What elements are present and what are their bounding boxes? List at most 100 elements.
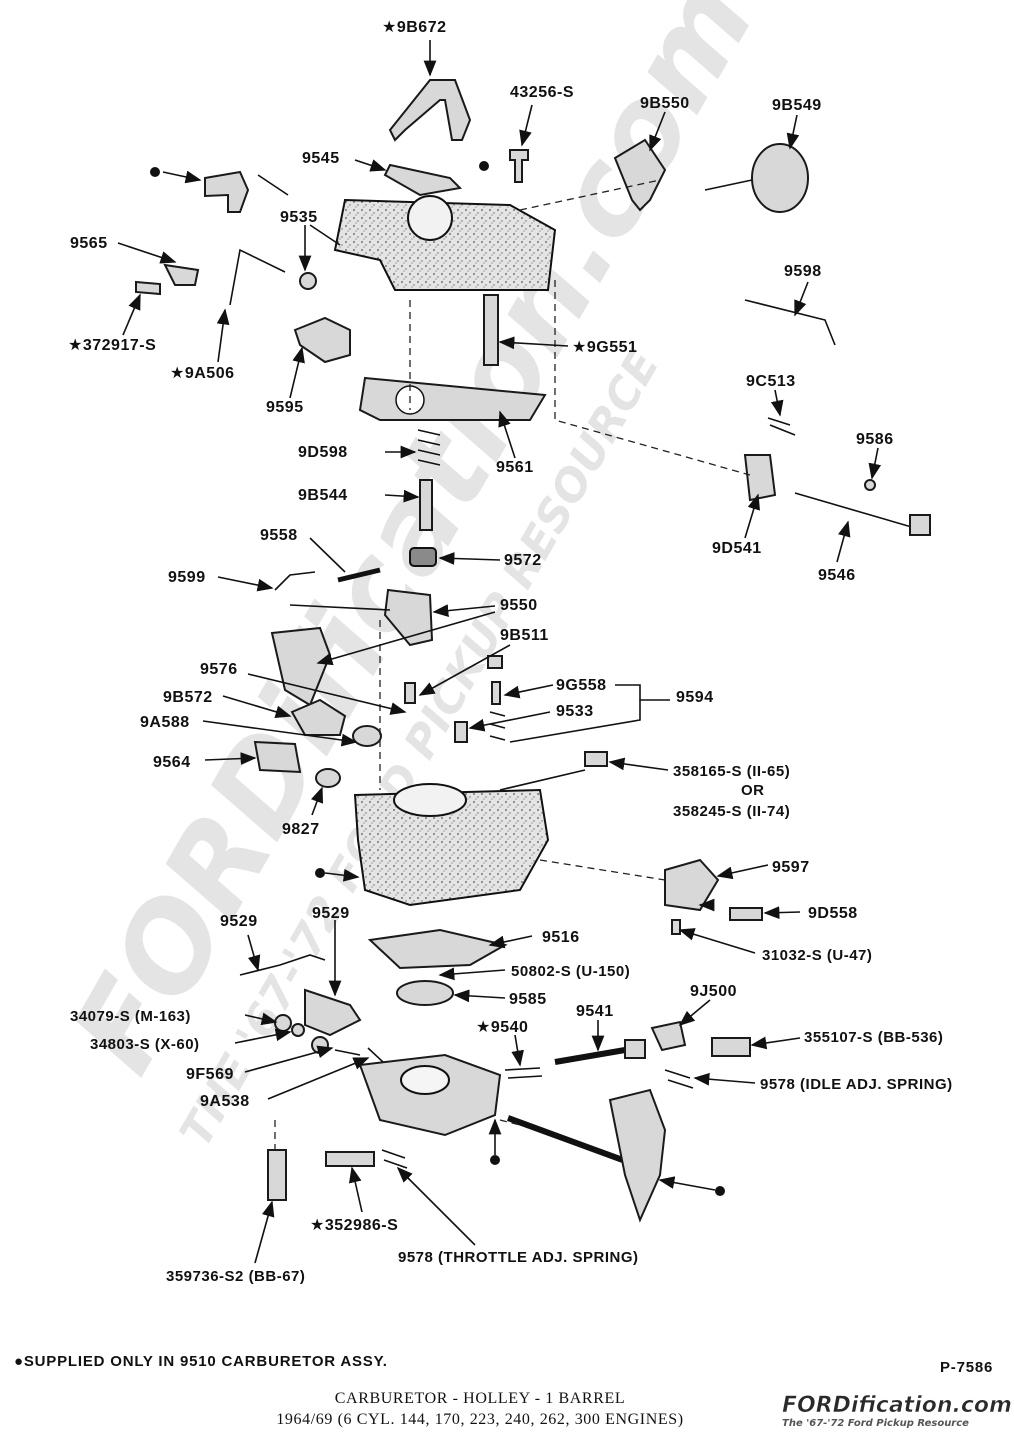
- label-9550: 9550: [500, 597, 538, 614]
- label-9540: ★9540: [476, 1019, 528, 1036]
- label-9G558: 9G558: [556, 677, 607, 694]
- gasket-part: [383, 163, 463, 197]
- fork-bracket-part: [388, 79, 472, 142]
- label-or: OR: [741, 782, 765, 799]
- label-9541: 9541: [576, 1003, 614, 1020]
- float-pin-part: [337, 567, 381, 583]
- label-9A538: 9A538: [200, 1093, 250, 1110]
- label-9558: 9558: [260, 527, 298, 544]
- label-9585: 9585: [509, 991, 547, 1008]
- gasket-ring-part: [352, 725, 382, 747]
- label-9594: 9594: [676, 689, 714, 706]
- flange-gasket-part: [367, 928, 508, 970]
- choke-lever-part: [293, 316, 351, 364]
- label-9B544: 9B544: [298, 487, 348, 504]
- throttle-body-part: [358, 1053, 502, 1137]
- label-9565: 9565: [70, 235, 108, 252]
- part-labels: ★9B672 43256-S 9B550 9B549 9545 9535 956…: [68, 19, 953, 1285]
- screw-disk-part: [396, 980, 454, 1006]
- label-9578-throttle: 9578 (THROTTLE ADJ. SPRING): [398, 1249, 638, 1266]
- label-9516: 9516: [542, 929, 580, 946]
- pump-stem-part: [419, 479, 433, 531]
- label-9529-left: 9529: [220, 913, 258, 930]
- screw-part: [509, 149, 529, 183]
- bolt-359736-part: [267, 1149, 287, 1201]
- hose-elbow-part: [204, 170, 250, 213]
- supplied-only-markers: [150, 161, 725, 1196]
- label-9J500: 9J500: [690, 983, 737, 1000]
- label-9546: 9546: [818, 567, 856, 584]
- label-9576: 9576: [200, 661, 238, 678]
- idle-needle-part: [554, 1047, 626, 1065]
- footer: ●SUPPLIED ONLY IN 9510 CARBURETOR ASSY. …: [14, 1353, 993, 1428]
- logo-main: FORDification.com: [782, 1393, 1012, 1418]
- footnote: ●SUPPLIED ONLY IN 9510 CARBURETOR ASSY.: [14, 1353, 388, 1370]
- bracket-part: [163, 263, 200, 286]
- label-358165-S: 358165-S (II-65): [673, 763, 790, 780]
- washer-part: [315, 768, 341, 788]
- label-9B549: 9B549: [772, 97, 822, 114]
- label-9C513: 9C513: [746, 373, 796, 390]
- label-9B550: 9B550: [640, 95, 690, 112]
- label-9B672: ★9B672: [382, 19, 447, 36]
- label-358245-S: 358245-S (II-74): [673, 803, 790, 820]
- watermark-main: FORDification.com: [45, 0, 781, 1094]
- throttle-lever-arm-part: [608, 1088, 667, 1223]
- vacuum-diaphragm-part: [751, 143, 809, 213]
- parts-layer: [135, 79, 931, 1223]
- label-9561: 9561: [496, 459, 534, 476]
- label-9A588: 9A588: [140, 714, 190, 731]
- label-355107-S: 355107-S (BB-536): [804, 1029, 943, 1046]
- screw-part-9586: [864, 479, 876, 491]
- label-9A506: ★9A506: [170, 365, 235, 382]
- label-9597: 9597: [772, 859, 810, 876]
- label-9533: 9533: [556, 703, 594, 720]
- caption-subtitle: 1964/69 (6 CYL. 144, 170, 223, 240, 262,…: [276, 1411, 683, 1428]
- label-34803-S: 34803-S (X-60): [90, 1036, 200, 1053]
- jet-part: [253, 740, 302, 774]
- centerlines: [274, 179, 751, 1150]
- label-34079-S: 34079-S (M-163): [70, 1008, 191, 1025]
- label-9578-idle: 9578 (IDLE ADJ. SPRING): [760, 1076, 953, 1093]
- label-359736-S2: 359736-S2 (BB-67): [166, 1268, 305, 1285]
- label-9535: 9535: [280, 209, 318, 226]
- limiter-cap-part: [650, 1020, 687, 1052]
- label-9564: 9564: [153, 754, 191, 771]
- choke-lever-link-part: [743, 454, 777, 502]
- choke-spring-part: [767, 417, 796, 436]
- label-9595: 9595: [266, 399, 304, 416]
- needle-seat-part: [483, 294, 499, 366]
- caption-title: CARBURETOR - HOLLEY - 1 BARREL: [335, 1390, 625, 1407]
- spring-part: [417, 429, 441, 466]
- plate-number: P-7586: [940, 1359, 993, 1376]
- choke-shaft-part: [794, 492, 916, 529]
- fast-idle-cam-part: [664, 858, 720, 912]
- label-9572: 9572: [504, 552, 542, 569]
- label-9B572: 9B572: [163, 689, 213, 706]
- label-9586: 9586: [856, 431, 894, 448]
- leaders: [117, 40, 882, 1264]
- label-372917-S: ★372917-S: [68, 337, 156, 354]
- power-valve-part: [290, 698, 347, 736]
- throttle-lever-part: [304, 988, 362, 1037]
- check-ball-retainer-part: [404, 682, 416, 704]
- pump-cup-part: [409, 547, 437, 567]
- label-9545: 9545: [302, 150, 340, 167]
- label-9D558: 9D558: [808, 905, 858, 922]
- air-horn-body-part: [333, 198, 557, 291]
- label-9D598: 9D598: [298, 444, 348, 461]
- label-9827: 9827: [282, 821, 320, 838]
- main-body-part: [353, 788, 550, 907]
- label-9G551: ★9G551: [572, 339, 637, 356]
- site-logo: FORDification.com The '67-'72 Ford Picku…: [782, 1393, 1013, 1429]
- label-50802-S: 50802-S (U-150): [511, 963, 630, 980]
- label-9F569: 9F569: [186, 1066, 234, 1083]
- bolt-part: [135, 280, 161, 296]
- label-352986-S: ★352986-S: [310, 1217, 398, 1234]
- label-9529-right: 9529: [312, 905, 350, 922]
- label-9598: 9598: [784, 263, 822, 280]
- label-9599: 9599: [168, 569, 206, 586]
- ball-part: [299, 272, 317, 290]
- label-9B511: 9B511: [500, 627, 549, 644]
